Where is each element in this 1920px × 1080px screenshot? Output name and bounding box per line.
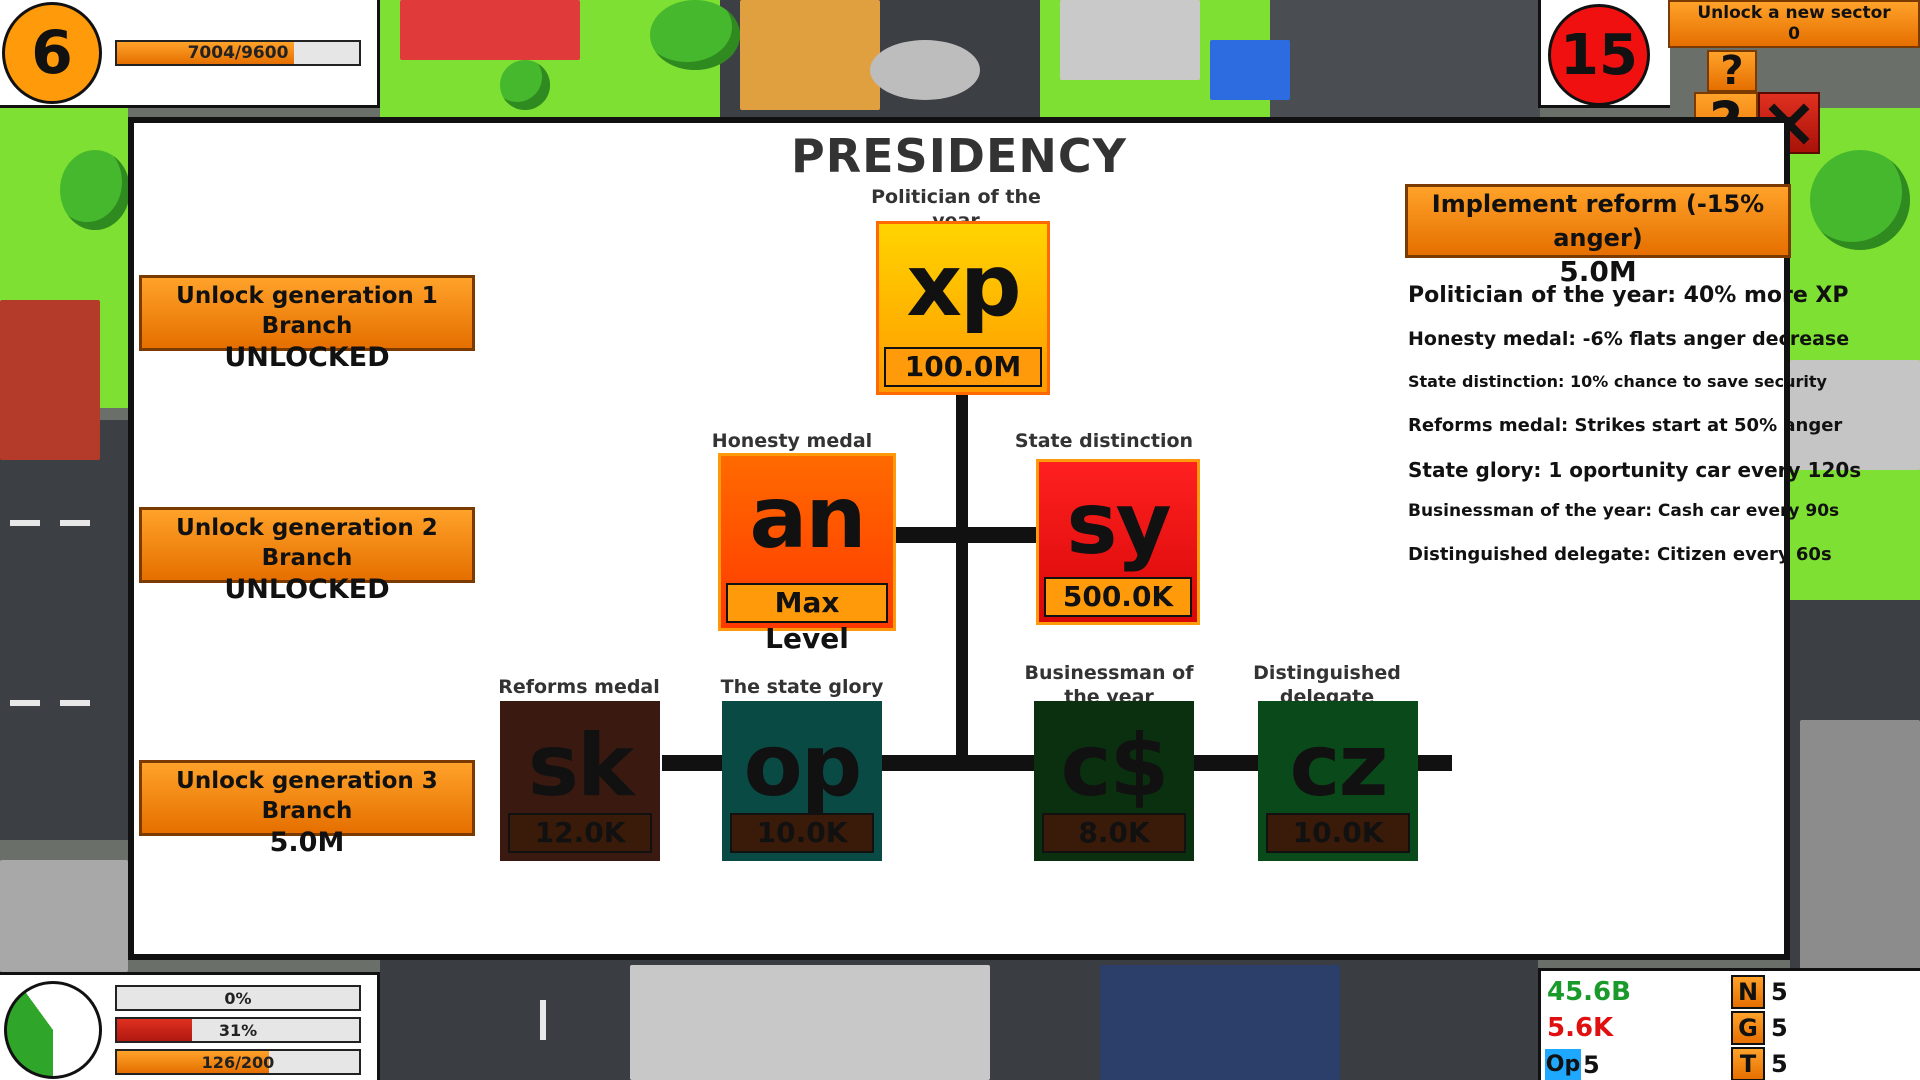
resource-letter-g: G — [1731, 1011, 1765, 1045]
progress-pie-chart — [4, 981, 102, 1079]
skill-node-cs[interactable]: c$ 8.0K — [1034, 701, 1194, 861]
tree-connector-trunk — [956, 389, 968, 761]
resource-letter-n-value: 5 — [1771, 978, 1788, 1006]
skill-node-code: xp — [906, 236, 1021, 336]
status-bar-fill — [117, 1051, 270, 1073]
bonus-info-item: Reforms medal: Strikes start at 50% ange… — [1408, 415, 1843, 436]
skill-node-an[interactable]: an Max Level — [718, 453, 896, 655]
unlock-sector-value: 0 — [1788, 24, 1800, 44]
presidency-panel: PRESIDENCY Unlock generation 1 Branch UN… — [128, 117, 1861, 960]
help-small-button[interactable]: ? — [1707, 50, 1757, 92]
status-bar-text: 126/200 — [201, 1052, 275, 1072]
skill-node-sk[interactable]: sk 12.0K — [500, 701, 660, 861]
status-bar-fill — [117, 1019, 193, 1041]
skill-node-code: sy — [1066, 474, 1171, 574]
skill-node-xp[interactable]: xp 100.0M — [876, 221, 1050, 395]
skill-node-price: Max Level — [726, 583, 888, 655]
node-label-honesty-medal: Honesty medal — [711, 430, 873, 452]
xp-progress-fill — [117, 42, 294, 64]
skill-node-price: 8.0K — [1042, 813, 1186, 853]
skill-node-price: 10.0K — [1266, 813, 1410, 853]
skill-node-code: op — [743, 716, 863, 816]
status-bar-text: 31% — [218, 1020, 258, 1040]
branch-2-label: Unlock generation 2 Branch — [176, 515, 438, 571]
panel-title: PRESIDENCY — [791, 129, 1127, 183]
skill-node-sy[interactable]: sy 500.0K — [1036, 459, 1200, 625]
bonus-info-item: State distinction: 10% chance to save se… — [1408, 372, 1827, 391]
status-bar-text: 0% — [224, 988, 252, 1008]
reform-price: 5.0M — [1559, 255, 1637, 288]
skill-node-cz[interactable]: cz 10.0K — [1258, 701, 1418, 861]
status-panel: 0% 31% 126/200 — [0, 972, 380, 1080]
bonus-info-item: Honesty medal: -6% flats anger decrease — [1408, 328, 1850, 350]
branch-2-status: UNLOCKED — [224, 574, 390, 605]
branch-1-label: Unlock generation 1 Branch — [176, 283, 438, 339]
skill-node-price: 500.0K — [1044, 577, 1192, 617]
skill-node-code: sk — [527, 716, 634, 816]
branch-1-status: UNLOCKED — [224, 342, 390, 373]
skill-node-price: 100.0M — [884, 347, 1042, 387]
xp-progress-bar: 7004/9600 — [115, 40, 361, 66]
resource-letter-g-value: 5 — [1771, 1014, 1788, 1042]
xp-progress-text: 7004/9600 — [187, 43, 289, 63]
reform-label: Implement reform (-15% anger) — [1431, 190, 1765, 252]
node-label-reforms-medal: Reforms medal — [498, 676, 660, 698]
skill-node-price: 10.0K — [730, 813, 874, 853]
timer-panel: 15 — [1538, 0, 1670, 108]
resource-letter-n: N — [1731, 975, 1765, 1009]
op-value: 5 — [1583, 1051, 1600, 1079]
player-level-panel: 6 7004/9600 — [0, 0, 380, 108]
status-bar-3: 126/200 — [115, 1049, 361, 1075]
unlock-branch-1-button[interactable]: Unlock generation 1 Branch UNLOCKED — [139, 275, 475, 373]
implement-reform-button[interactable]: Implement reform (-15% anger) 5.0M — [1405, 184, 1791, 288]
tree-connector-gen2 — [886, 527, 1038, 543]
bonus-info-item: Distinguished delegate: Citizen every 60… — [1408, 544, 1832, 565]
status-bar-1: 0% — [115, 985, 361, 1011]
bonus-info-item: Businessman of the year: Cash car every … — [1408, 501, 1840, 521]
bonus-info-item: Politician of the year: 40% more XP — [1408, 283, 1849, 308]
money-value: 45.6B — [1547, 977, 1631, 1007]
anger-value: 5.6K — [1547, 1013, 1614, 1043]
branch-3-label: Unlock generation 3 Branch — [176, 768, 438, 824]
skill-node-price: 12.0K — [508, 813, 652, 853]
unlock-sector-button[interactable]: Unlock a new sector 0 — [1668, 0, 1920, 48]
node-label-state-distinction: State distinction — [1014, 430, 1194, 452]
status-bar-2: 31% — [115, 1017, 361, 1043]
skill-node-code: c$ — [1060, 716, 1170, 816]
node-label-state-glory: The state glory — [720, 676, 884, 698]
op-tag: Op — [1545, 1049, 1581, 1080]
resources-panel: 45.6B 5.6K Op 5 N 5 G 5 T 5 — [1538, 968, 1920, 1080]
unlock-branch-2-button[interactable]: Unlock generation 2 Branch UNLOCKED — [139, 507, 475, 605]
branch-3-price: 5.0M — [269, 827, 345, 858]
resource-letter-t: T — [1731, 1047, 1765, 1080]
timer-badge: 15 — [1548, 4, 1650, 106]
skill-node-op[interactable]: op 10.0K — [722, 701, 882, 861]
unlock-sector-title: Unlock a new sector — [1697, 3, 1891, 23]
resource-letter-t-value: 5 — [1771, 1050, 1788, 1078]
unlock-branch-3-button[interactable]: Unlock generation 3 Branch 5.0M — [139, 760, 475, 858]
skill-node-code: cz — [1289, 716, 1388, 816]
bonus-info-item: State glory: 1 oportunity car every 120s — [1408, 458, 1862, 482]
skill-node-code: an — [749, 468, 866, 568]
player-level-badge: 6 — [2, 2, 102, 104]
